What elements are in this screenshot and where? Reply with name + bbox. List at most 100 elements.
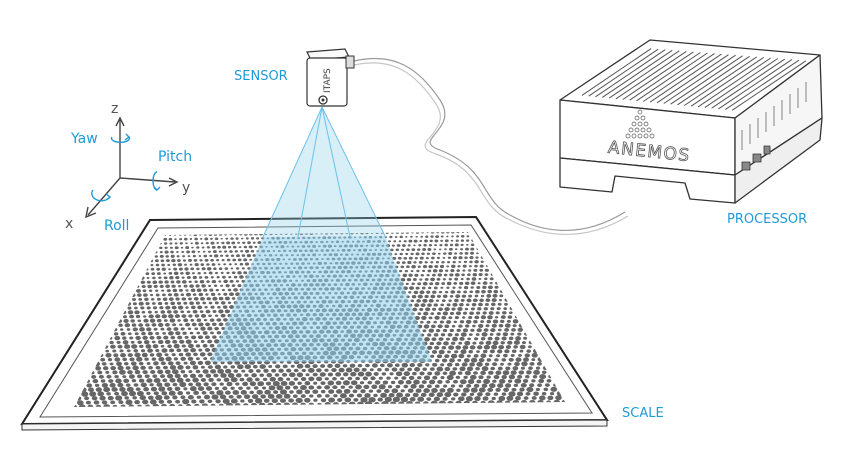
board-dot: [150, 370, 156, 374]
board-dot: [173, 310, 179, 314]
board-dot: [437, 273, 442, 277]
led-dot: [634, 127, 640, 133]
board-dot: [425, 307, 431, 312]
beam-ray: [262, 106, 323, 238]
board-dot: [486, 294, 492, 298]
board-dot: [476, 362, 483, 367]
board-dot: [222, 275, 226, 279]
board-dot: [127, 306, 132, 310]
board-dot: [223, 377, 230, 382]
board-dot: [490, 328, 496, 333]
board-dot: [467, 337, 471, 341]
board-dot: [216, 331, 222, 335]
board-dot: [171, 284, 176, 288]
board-dot: [168, 268, 171, 271]
board-dot: [463, 286, 469, 290]
sensor-body: [306, 57, 348, 107]
board-dot: [177, 335, 183, 340]
board-dot: [446, 320, 452, 324]
board-dot: [293, 385, 299, 390]
board-dot: [214, 314, 219, 317]
board-dot: [194, 263, 199, 267]
board-dot: [470, 281, 476, 285]
board-dot: [512, 366, 519, 371]
board-dot: [394, 376, 399, 380]
board-dot: [454, 298, 459, 303]
board-dot: [524, 353, 530, 358]
cable: [349, 57, 629, 235]
board-dot: [334, 363, 341, 368]
board-dot: [262, 377, 268, 382]
board-dot: [122, 340, 129, 345]
board-dot: [470, 387, 478, 393]
board-dot: [154, 255, 158, 258]
board-dot: [471, 277, 477, 281]
board-dot: [369, 368, 374, 372]
board-dot: [316, 385, 322, 390]
board-dot: [340, 385, 345, 389]
board-dot: [92, 378, 99, 384]
board-dot: [279, 389, 288, 395]
board-dot: [179, 242, 183, 245]
board-dot: [175, 297, 180, 301]
board-dot: [443, 341, 449, 346]
board-dot: [216, 390, 224, 396]
board-dot: [473, 268, 478, 272]
board-dot: [181, 280, 187, 284]
heat-sink-fin: [684, 56, 757, 106]
board-dot: [223, 365, 228, 369]
board-dot: [124, 362, 129, 366]
board-dot: [189, 301, 194, 305]
board-dot: [544, 383, 550, 387]
board-dot: [498, 378, 506, 384]
board-dot: [187, 343, 194, 349]
board-dot: [100, 379, 106, 383]
board-dot: [525, 375, 530, 379]
board-dot: [256, 389, 263, 395]
board-dot: [166, 310, 172, 314]
board-dot: [490, 366, 496, 371]
board-dot: [151, 302, 156, 305]
board-dot: [143, 315, 147, 318]
board-dot: [195, 369, 201, 374]
board-dot: [200, 340, 205, 343]
board-dot: [222, 386, 228, 391]
board-dot: [304, 389, 311, 394]
board-dot: [146, 280, 151, 284]
board-dot: [474, 337, 479, 341]
heat-sink-fin: [602, 49, 673, 98]
board-dot: [179, 339, 185, 344]
board-dot: [498, 395, 506, 401]
board-dot: [290, 364, 295, 368]
board-dot: [180, 310, 185, 314]
board-dot: [320, 389, 326, 394]
board-dot: [474, 260, 479, 264]
board-dot: [156, 272, 161, 276]
board-dot: [452, 286, 456, 289]
board-dot: [188, 382, 194, 387]
board-dot: [485, 340, 492, 346]
board-dot: [480, 353, 487, 359]
board-dot: [106, 374, 112, 379]
board-dot: [140, 280, 146, 284]
board-dot: [206, 246, 211, 249]
board-dot: [180, 395, 186, 400]
board-dot: [149, 399, 157, 405]
board-dot: [168, 237, 173, 241]
heat-sink-fin: [649, 53, 722, 103]
board-dot: [475, 289, 480, 294]
heat-sink-fin: [704, 58, 779, 109]
board-dot: [482, 349, 488, 354]
board-dot: [170, 280, 175, 284]
processor-port: [741, 161, 751, 171]
board-dot: [480, 337, 486, 341]
board-dot: [181, 297, 187, 301]
board-dot: [424, 294, 429, 299]
board-dot: [386, 376, 391, 380]
board-dot: [523, 357, 529, 362]
board-dot: [132, 302, 137, 306]
board-dot: [229, 292, 234, 297]
board-dot: [312, 389, 319, 394]
board-dot: [225, 390, 231, 395]
